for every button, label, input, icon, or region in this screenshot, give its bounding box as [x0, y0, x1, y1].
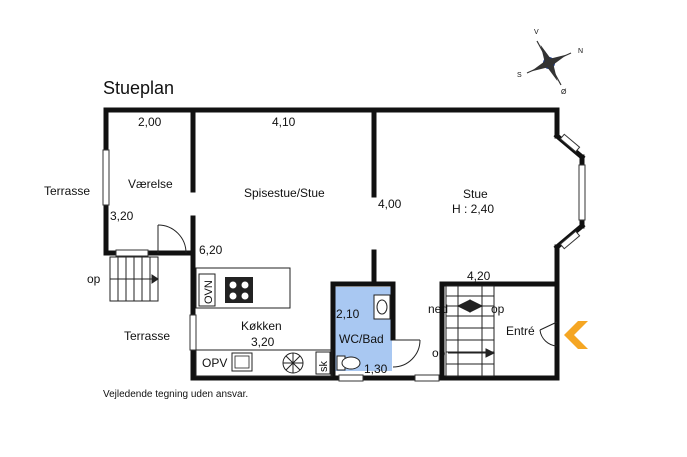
room-spisestue: Spisestue/Stue	[244, 186, 325, 200]
terrasse-top-label: Terrasse	[44, 184, 90, 198]
stairs-ned: ned	[428, 302, 448, 316]
stairs-op-terrace: op	[87, 272, 101, 286]
sk-label: sk	[318, 361, 330, 373]
opv-label: OPV	[202, 356, 227, 370]
windows	[102, 133, 586, 382]
compass-s: S	[517, 72, 522, 79]
dim-vaerelse-w: 2,00	[138, 115, 162, 129]
room-wc: WC/Bad	[339, 332, 384, 346]
room-entre: Entré	[506, 324, 535, 338]
doors	[157, 224, 558, 368]
kitchen-sink-icon	[231, 352, 253, 372]
plan-title: Stueplan	[103, 78, 174, 98]
entry-arrow-icon	[564, 321, 588, 349]
compass-rose	[526, 40, 572, 86]
stairs-op-lower: op	[432, 346, 446, 360]
sk-box	[315, 351, 331, 375]
room-vaerelse: Værelse	[128, 177, 173, 191]
dim-wc-h: 2,10	[336, 307, 360, 321]
compass-o: Ø	[561, 89, 567, 96]
room-stue: Stue	[463, 187, 488, 201]
dim-entre-w: 4,20	[467, 269, 491, 283]
terrasse-bottom-label: Terrasse	[124, 329, 170, 343]
ovn-label: OVN	[203, 280, 215, 304]
footer-disclaimer: Vejledende tegning uden ansvar.	[103, 389, 248, 400]
dim-spisestue-h: 6,20	[199, 243, 223, 257]
oven-box	[198, 273, 216, 307]
dim-spisestue-w: 4,10	[272, 115, 296, 129]
dim-vaerelse-h: 3,20	[110, 209, 134, 223]
toilet-icon	[336, 355, 361, 371]
stairs-entry	[445, 285, 496, 377]
dim-koekken-w: 3,20	[251, 335, 275, 349]
room-koekken: Køkken	[241, 319, 282, 333]
hob-icon	[225, 277, 253, 303]
kitchen-counter	[195, 267, 333, 377]
stairs-terrace	[109, 256, 159, 302]
dim-wc-w: 1,30	[364, 362, 388, 376]
stue-height: H : 2,40	[452, 202, 494, 216]
dim-stue-divider: 4,00	[378, 197, 402, 211]
fan-icon	[282, 352, 304, 374]
wc-sink-icon	[373, 294, 391, 320]
compass-v: V	[534, 29, 539, 36]
compass-n: N	[578, 48, 583, 55]
stairs-op-upper: op	[491, 302, 505, 316]
